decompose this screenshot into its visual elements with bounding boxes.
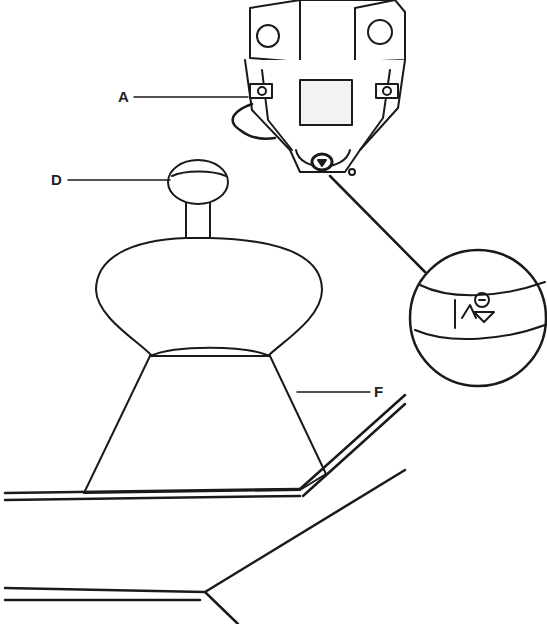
canopy [96, 238, 322, 356]
downrod-ball [168, 160, 228, 242]
canopy-rim [150, 348, 270, 356]
leader-lines [68, 97, 370, 392]
fan-blades [5, 395, 405, 624]
part-label: F [374, 384, 383, 399]
motor-housing [84, 356, 326, 493]
mounting-bracket [233, 0, 405, 175]
part-label: D [51, 172, 62, 187]
part-label: A [118, 89, 129, 104]
detail-magnifier [330, 176, 546, 386]
